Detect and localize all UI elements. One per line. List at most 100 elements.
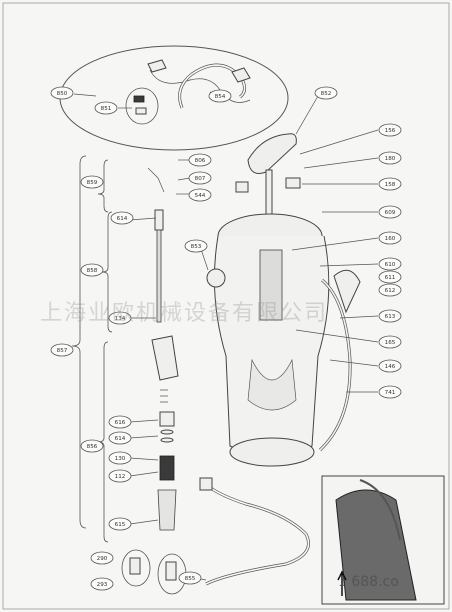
watermark-text: 上海业欧机械设备有限公司 <box>40 301 328 326</box>
callout-859: 859 <box>80 175 104 189</box>
group-brackets <box>71 155 113 543</box>
callout-616: 616 <box>108 415 132 429</box>
svg-text:293: 293 <box>97 582 108 588</box>
callout-614b: 614 <box>108 431 132 445</box>
callout-160: 160 <box>378 231 402 245</box>
spray-lance-group <box>121 167 310 595</box>
svg-text:158: 158 <box>385 182 396 188</box>
svg-text:859: 859 <box>87 180 98 186</box>
callout-850: 850 <box>50 86 74 100</box>
svg-text:146: 146 <box>385 364 396 370</box>
callout-614a: 614 <box>110 211 134 225</box>
strap-detail-inset <box>321 475 445 605</box>
bracket-icon <box>285 177 301 189</box>
svg-text:856: 856 <box>87 444 98 450</box>
hose-grip-icon <box>157 489 177 531</box>
callout-858: 858 <box>80 263 104 277</box>
hose-coupling-icon <box>147 59 167 73</box>
corner-watermark: 1 688.co <box>338 574 399 590</box>
filter-icon <box>159 455 175 481</box>
svg-text:611: 611 <box>385 275 396 281</box>
svg-text:160: 160 <box>385 236 396 242</box>
svg-text:544: 544 <box>195 193 206 199</box>
svg-text:156: 156 <box>385 128 396 134</box>
svg-text:130: 130 <box>115 456 126 462</box>
svg-text:741: 741 <box>385 390 396 396</box>
svg-text:609: 609 <box>385 210 396 216</box>
callout-856: 856 <box>80 439 104 453</box>
adjustable-nozzle-icon <box>129 557 141 575</box>
hose-end-fitting-icon <box>231 67 251 83</box>
nozzle-body-icon <box>154 209 164 231</box>
svg-text:851: 851 <box>101 106 112 112</box>
callout-165: 165 <box>378 335 402 349</box>
pump-cylinder-icon <box>259 249 283 321</box>
svg-text:855: 855 <box>185 576 196 582</box>
svg-text:290: 290 <box>97 556 108 562</box>
callout-853: 853 <box>184 239 208 253</box>
connector-icon <box>165 561 177 581</box>
tank-base-icon <box>229 437 315 467</box>
svg-text:112: 112 <box>115 474 126 480</box>
strap-buckle-icon <box>335 489 417 601</box>
svg-text:613: 613 <box>385 314 396 320</box>
svg-text:806: 806 <box>195 158 206 164</box>
svg-text:615: 615 <box>115 522 126 528</box>
callout-609: 609 <box>378 205 402 219</box>
callout-bubbles: 850 851 854 852 156 180 158 806 807 859 … <box>50 86 402 591</box>
shoulder-strap-icon <box>333 269 361 314</box>
svg-text:612: 612 <box>385 288 396 294</box>
svg-text:854: 854 <box>215 94 226 100</box>
clip-icon <box>235 181 249 193</box>
callout-855: 855 <box>178 571 202 585</box>
callout-156: 156 <box>378 123 402 137</box>
callout-615: 615 <box>108 517 132 531</box>
nozzle-tip-icon <box>133 95 145 103</box>
svg-text:807: 807 <box>195 176 206 182</box>
callout-613: 613 <box>378 309 402 323</box>
svg-text:165: 165 <box>385 340 396 346</box>
callout-852: 852 <box>314 86 338 100</box>
leader-lines <box>129 129 379 581</box>
svg-text:180: 180 <box>385 156 396 162</box>
callout-806: 806 <box>188 153 212 167</box>
callout-146: 146 <box>378 359 402 373</box>
svg-text:614: 614 <box>115 436 126 442</box>
callout-158: 158 <box>378 177 402 191</box>
accessory-kit-group <box>59 45 289 151</box>
nozzle-tip-icon-2 <box>135 107 147 115</box>
callout-180: 180 <box>378 151 402 165</box>
svg-text:614: 614 <box>117 216 128 222</box>
up-arrow-icon <box>337 570 347 596</box>
svg-text:616: 616 <box>115 420 126 426</box>
hose-nut-icon <box>199 477 213 491</box>
t-handle-icon <box>247 133 297 174</box>
callout-134: 134 <box>108 311 132 325</box>
svg-text:850: 850 <box>57 91 68 97</box>
callout-851: 851 <box>94 101 118 115</box>
callout-130: 130 <box>108 451 132 465</box>
callout-854: 854 <box>208 89 232 103</box>
svg-text:134: 134 <box>115 316 126 322</box>
pressure-valve-icon <box>206 268 226 288</box>
callout-610: 610 <box>378 257 402 271</box>
lance-tube-icon <box>156 229 162 323</box>
svg-text:857: 857 <box>57 348 68 354</box>
svg-text:610: 610 <box>385 262 396 268</box>
svg-text:852: 852 <box>321 91 332 97</box>
svg-text:858: 858 <box>87 268 98 274</box>
callout-857: 857 <box>50 343 74 357</box>
callout-290: 290 <box>90 551 114 565</box>
callout-807: 807 <box>188 171 212 185</box>
callout-293: 293 <box>90 577 114 591</box>
sprayer-tank-group <box>206 177 361 467</box>
callout-112: 112 <box>108 469 132 483</box>
callout-611: 611 <box>378 270 402 284</box>
trigger-valve-icon <box>151 335 179 381</box>
callout-544: 544 <box>188 188 212 202</box>
svg-text:853: 853 <box>191 244 202 250</box>
callout-612: 612 <box>378 283 402 297</box>
